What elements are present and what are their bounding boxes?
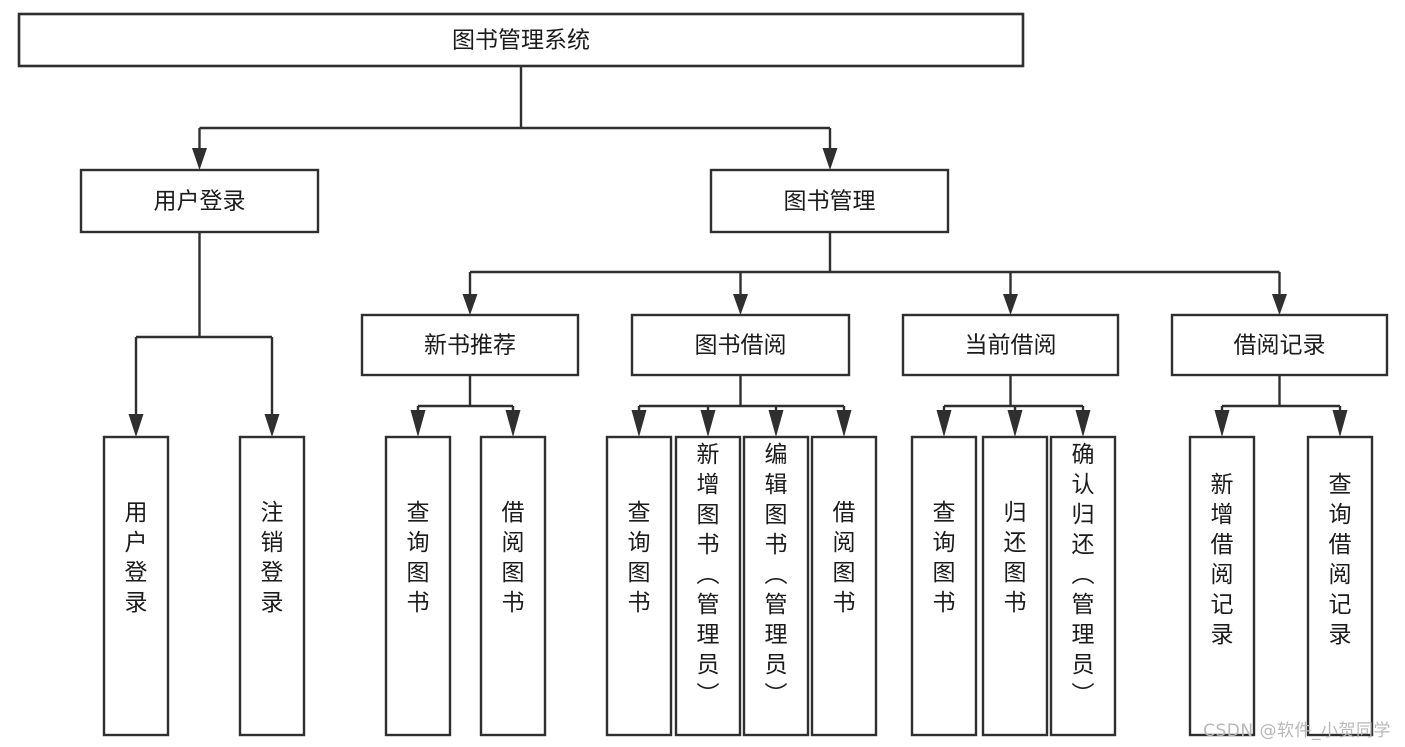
arrowhead-leaf-user-login (128, 414, 144, 437)
leaf-borrow-book-2-box (810, 435, 878, 737)
node-book-manage-box (709, 168, 950, 234)
leaf-node-return-book[interactable]: 归还图书 (981, 435, 1049, 737)
node-current-borrow-box (901, 313, 1120, 377)
node-current-borrow[interactable]: 当前借阅 (901, 313, 1120, 377)
node-user-login-box (79, 168, 320, 234)
leaf-edit-book-label: 编辑图书︵管理员︶ (765, 442, 788, 708)
arrowhead-leaf-borrow-book-2 (836, 410, 852, 437)
arrowhead-leaf-query-book-2 (631, 410, 647, 437)
leaf-node-query-book-3[interactable]: 查询图书 (910, 435, 978, 737)
node-new-book-rec[interactable]: 新书推荐 (360, 313, 580, 377)
node-book-manage-label: 图书管理 (784, 189, 876, 215)
arrowhead-leaf-add-record (1214, 410, 1230, 437)
node-root[interactable]: 图书管理系统 (17, 12, 1025, 68)
leaf-query-book-1-box (384, 435, 452, 737)
leaf-user-login-label: 用户登录 (125, 500, 148, 616)
leaf-node-confirm-return[interactable]: 确认归还︵管理员︶ (1049, 435, 1117, 737)
arrowhead-user-login (192, 148, 207, 170)
leaf-query-record-box (1306, 435, 1374, 737)
leaf-add-record-label: 新增借阅记录 (1211, 472, 1234, 648)
node-new-book-rec-label: 新书推荐 (424, 333, 516, 359)
leaf-confirm-return-box (1049, 435, 1117, 737)
leaf-node-query-book-1[interactable]: 查询图书 (384, 435, 452, 737)
connector-layer (128, 66, 1348, 437)
leaf-node-borrow-book-1[interactable]: 借阅图书 (479, 435, 547, 737)
node-user-login[interactable]: 用户登录 (79, 168, 320, 234)
leaf-query-book-2-box (605, 435, 673, 737)
node-root-label: 图书管理系统 (452, 28, 590, 54)
leaf-edit-book-box (742, 435, 810, 737)
leaf-node-layer: 用户登录 注销登录 查询图书 借阅图书 查询图书 新增图书︵管理员︶ (102, 435, 1374, 737)
arrowhead-book-borrow (733, 294, 748, 315)
leaf-user-logout-box (238, 435, 306, 737)
leaf-query-record-label: 查询借阅记录 (1329, 472, 1352, 648)
leaf-node-query-book-2[interactable]: 查询图书 (605, 435, 673, 737)
leaf-node-query-record[interactable]: 查询借阅记录 (1306, 435, 1374, 737)
leaf-query-book-2-label: 查询图书 (628, 500, 651, 616)
arrowhead-borrow-record (1272, 294, 1287, 315)
arrowhead-leaf-add-book (700, 410, 716, 437)
arrowhead-leaf-query-record (1332, 410, 1348, 437)
node-new-book-rec-box (360, 313, 580, 377)
leaf-node-add-record[interactable]: 新增借阅记录 (1188, 435, 1256, 737)
leaf-node-edit-book[interactable]: 编辑图书︵管理员︶ (742, 435, 810, 737)
leaf-borrow-book-1-box (479, 435, 547, 737)
leaf-add-record-box (1188, 435, 1256, 737)
leaf-return-book-label: 归还图书 (1004, 500, 1027, 616)
node-borrow-record-label: 借阅记录 (1234, 333, 1326, 359)
arrowhead-book-manage (822, 148, 838, 170)
node-root-box (17, 12, 1025, 68)
leaf-node-user-logout[interactable]: 注销登录 (238, 435, 306, 737)
node-book-manage[interactable]: 图书管理 (709, 168, 950, 234)
arrowhead-new-book-rec (462, 294, 478, 315)
leaf-confirm-return-label: 确认归还︵管理员︶ (1072, 442, 1095, 708)
node-book-borrow-box (630, 313, 851, 377)
leaf-borrow-book-1-label: 借阅图书 (502, 500, 525, 616)
node-book-borrow-label: 图书借阅 (695, 333, 787, 359)
node-book-borrow[interactable]: 图书借阅 (630, 313, 851, 377)
leaf-node-user-login[interactable]: 用户登录 (102, 435, 170, 737)
leaf-add-book-label: 新增图书︵管理员︶ (697, 442, 720, 708)
leaf-node-add-book[interactable]: 新增图书︵管理员︶ (674, 435, 742, 737)
leaf-borrow-book-2-label: 借阅图书 (833, 500, 856, 616)
arrowhead-leaf-query-book-1 (410, 410, 426, 437)
leaf-query-book-1-label: 查询图书 (407, 500, 430, 616)
leaf-add-book-box (674, 435, 742, 737)
arrowhead-leaf-edit-book (768, 410, 784, 437)
leaf-node-borrow-book-2[interactable]: 借阅图书 (810, 435, 878, 737)
leaf-user-login-box (102, 435, 170, 737)
node-borrow-record[interactable]: 借阅记录 (1170, 313, 1389, 377)
leaf-user-logout-label: 注销登录 (261, 500, 284, 616)
arrowhead-leaf-confirm-return (1075, 410, 1091, 437)
node-user-login-label: 用户登录 (154, 189, 246, 215)
leaf-query-book-3-box (910, 435, 978, 737)
node-current-borrow-label: 当前借阅 (965, 333, 1057, 359)
csdn-watermark: CSDN @软件_小贺同学 (1203, 721, 1391, 741)
leaf-return-book-box (981, 435, 1049, 737)
arrowhead-leaf-user-logout (264, 414, 280, 437)
node-borrow-record-box (1170, 313, 1389, 377)
arrowhead-leaf-borrow-book-1 (505, 410, 521, 437)
arrowhead-leaf-query-book-3 (936, 410, 952, 437)
arrowhead-leaf-return-book (1007, 410, 1023, 437)
leaf-query-book-3-label: 查询图书 (933, 500, 956, 616)
arrowhead-current-borrow (1003, 294, 1018, 315)
